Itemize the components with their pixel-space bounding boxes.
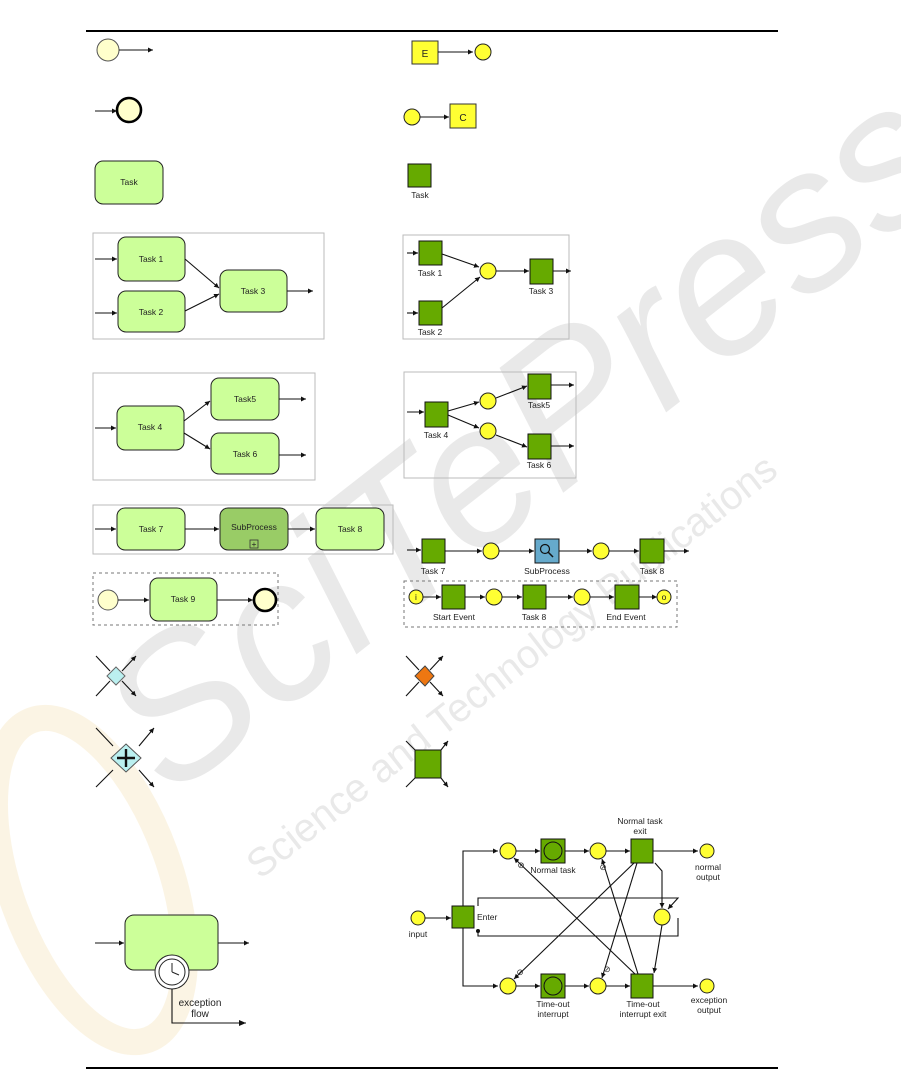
start-marker: i xyxy=(415,592,417,602)
yawl-task8b-label: Task 8 xyxy=(522,612,547,622)
bpmn-task9-label: Task 9 xyxy=(171,594,196,604)
yawl-split-frame xyxy=(403,371,577,479)
bpmn-subprocess-frame xyxy=(92,504,394,555)
bpmn-task3-label: Task 3 xyxy=(241,286,266,296)
neg-marker-3: ⊘ xyxy=(516,967,523,977)
enter-label: Enter xyxy=(477,912,497,922)
bpmn-task-label: Task xyxy=(120,177,138,187)
bpmn-join: Task 1 Task 2 Task 3 xyxy=(95,236,313,333)
bpmn-task: Task xyxy=(94,160,164,205)
subprocess-marker: + xyxy=(252,539,257,549)
yawl-start-event-label: Start Event xyxy=(433,612,476,622)
exception-output-label-2: output xyxy=(697,1005,721,1015)
yawl-split: Task 4 Task5 Task 6 xyxy=(407,373,574,470)
bpmn-xor-gateway xyxy=(95,655,137,697)
normal-task-label: Normal task xyxy=(530,865,576,875)
yawl-end-event-label: End Event xyxy=(606,612,646,622)
c-box-label: C xyxy=(459,113,466,124)
yawl-task-label: Task xyxy=(411,190,429,200)
yawl-join-frame xyxy=(402,234,570,340)
timeout-interrupt-label-2: interrupt xyxy=(537,1009,569,1019)
yawl-task3-label: Task 3 xyxy=(529,286,554,296)
bpmn-task7-label: Task 7 xyxy=(139,524,164,534)
neg-marker-1: ⊘ xyxy=(517,860,524,870)
bpmn-task8-label: Task 8 xyxy=(338,524,363,534)
normal-output-label-1: normal xyxy=(695,862,721,872)
yawl-task6-label: Task 6 xyxy=(527,460,552,470)
yawl-task1-label: Task 1 xyxy=(418,268,443,278)
yawl-exception-net: input Enter Normal task Normal task exit… xyxy=(409,816,728,1019)
bpmn-task1-label: Task 1 xyxy=(139,254,164,264)
normal-output-label-2: output xyxy=(696,872,720,882)
neg-marker-2: ⊘ xyxy=(599,862,606,872)
bpmn-subprocess-label: SubProcess xyxy=(231,522,277,532)
bpmn-split: Task 4 Task5 Task 6 xyxy=(95,377,306,475)
yawl-task2-label: Task 2 xyxy=(418,327,443,337)
yawl-subprocess-expanded: i Start Event Task 8 End Event o xyxy=(403,580,678,628)
watermark-logo-ring xyxy=(0,704,199,1056)
bpmn-and-gateway xyxy=(95,727,155,788)
exception-flow-label-1: exception xyxy=(179,998,222,1009)
input-label: input xyxy=(409,929,428,939)
timeout-interrupt-label-1: Time-out xyxy=(536,999,570,1009)
bpmn-subprocess-expanded: Task 9 xyxy=(92,572,279,626)
neg-marker-4: ⊘ xyxy=(603,964,610,974)
yawl-task8-label: Task 8 xyxy=(640,566,665,576)
bpmn-end-event xyxy=(95,96,143,124)
e-box-label: E xyxy=(422,49,429,60)
yawl-xor-split xyxy=(405,655,444,697)
normal-task-exit-label-2: exit xyxy=(633,826,647,836)
timeout-interrupt-exit-label-2: interrupt exit xyxy=(620,1009,667,1019)
yawl-and-split xyxy=(405,740,449,788)
bpmn-task4-label: Task 4 xyxy=(138,422,163,432)
bpmn-task5-label: Task5 xyxy=(234,394,256,404)
bpmn-task6-label: Task 6 xyxy=(233,449,258,459)
exception-flow-label-2: flow xyxy=(191,1009,210,1020)
bpmn-start-event xyxy=(96,38,153,62)
normal-task-exit-label-1: Normal task xyxy=(617,816,663,826)
bpmn-split-frame xyxy=(92,372,316,481)
bpmn-join-frame xyxy=(92,232,325,340)
yawl-subprocess-row: Task 7 SubProcess Task 8 xyxy=(407,538,689,576)
yawl-end-mapping: C xyxy=(403,103,477,129)
yawl-join: Task 1 Task 2 Task 3 xyxy=(407,240,571,337)
bpmn-task2-label: Task 2 xyxy=(139,307,164,317)
yawl-task7-label: Task 7 xyxy=(421,566,446,576)
end-marker: o xyxy=(662,592,667,602)
exception-output-label-1: exception xyxy=(691,995,728,1005)
yawl-start-mapping: E xyxy=(411,40,492,65)
yawl-task5-label: Task5 xyxy=(528,400,550,410)
yawl-task: Task xyxy=(407,163,432,200)
yawl-task4-label: Task 4 xyxy=(424,430,449,440)
yawl-subprocess-label: SubProcess xyxy=(524,566,570,576)
bpmn-subprocess-row: Task 7 SubProcess + Task 8 xyxy=(95,507,385,551)
timeout-interrupt-exit-label-1: Time-out xyxy=(626,999,660,1009)
bpmn-exception-task: exception flow xyxy=(95,914,249,1026)
